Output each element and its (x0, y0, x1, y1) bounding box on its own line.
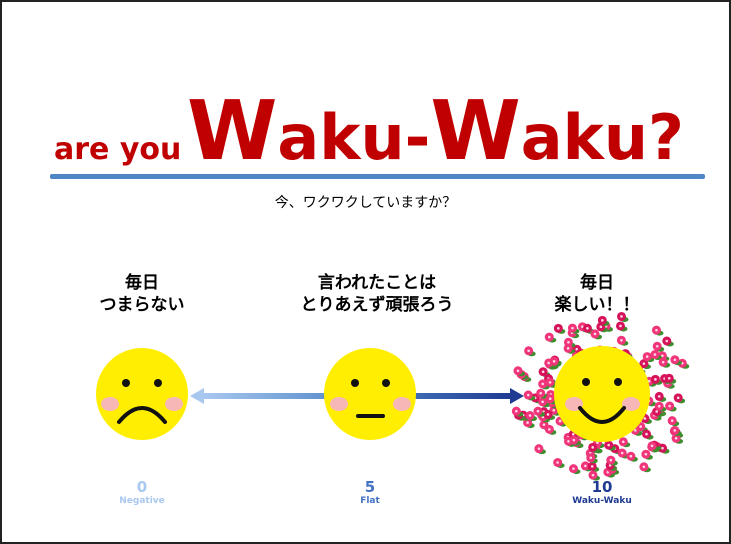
label-wakuwaku: 毎日 楽しい！！ (517, 272, 677, 316)
label-wakuwaku-line2: 楽しい！！ (554, 295, 640, 315)
score-flat: 5 Flat (330, 480, 410, 508)
score-negative: 0 Negative (102, 480, 182, 508)
slide-title: are you Waku-Waku? (54, 84, 684, 184)
score-wakuwaku: 10 Waku-Waku (552, 480, 652, 508)
label-flat-line2: とりあえず頑張ろう (300, 295, 454, 315)
happy-face-icon (554, 346, 650, 442)
label-negative-line2: つまらない (99, 295, 185, 315)
label-negative: 毎日 つまらない (62, 272, 222, 316)
label-wakuwaku-line1: 毎日 (580, 273, 614, 293)
title-prefix: are you (54, 132, 182, 167)
arrow-left-head (190, 388, 204, 404)
title-w1: W (186, 84, 278, 179)
subtitle: 今、ワクワクしていますか？ (274, 195, 457, 211)
label-flat-line1: 言われたことは (317, 273, 437, 293)
score-wakuwaku-value: 10 (591, 478, 613, 496)
title-word1: aku- (277, 101, 431, 174)
sad-face-icon (96, 348, 188, 440)
neutral-face-icon (324, 348, 416, 440)
score-wakuwaku-caption: Waku-Waku (572, 496, 632, 506)
score-negative-value: 0 (136, 478, 148, 496)
title-word2: aku? (520, 101, 684, 174)
score-negative-caption: Negative (119, 496, 165, 506)
score-flat-caption: Flat (360, 496, 380, 506)
score-flat-value: 5 (364, 478, 376, 496)
title-underline (50, 174, 705, 179)
title-w2: W (430, 84, 521, 179)
label-flat: 言われたことは とりあえず頑張ろう (277, 272, 477, 316)
arrow-right-head (510, 388, 524, 404)
label-negative-line1: 毎日 (125, 273, 159, 293)
